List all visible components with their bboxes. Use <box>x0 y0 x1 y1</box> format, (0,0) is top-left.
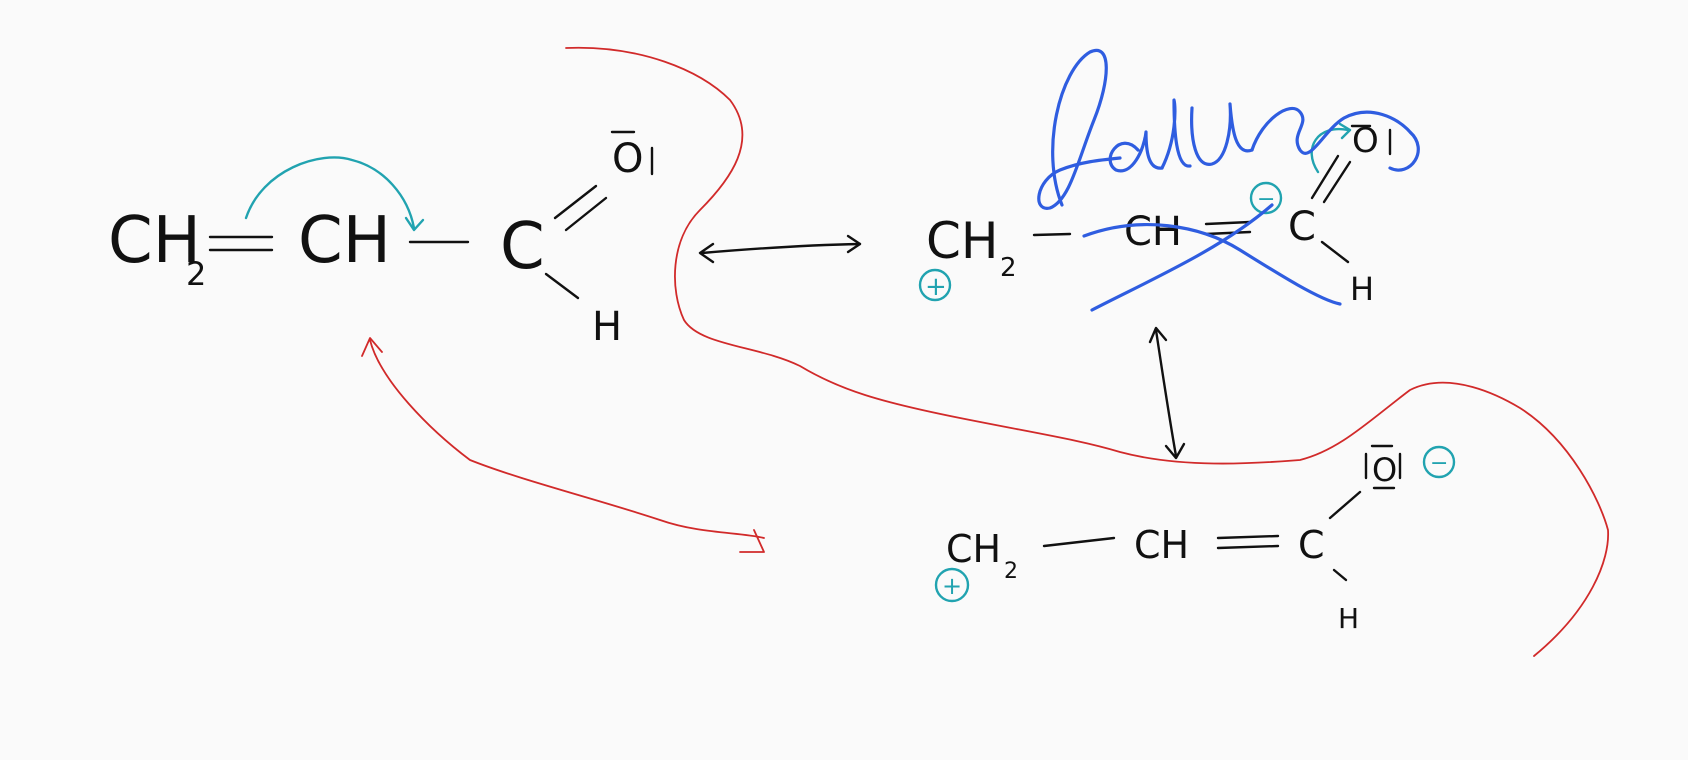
resonance-arrow-2-3-head-bottom <box>1164 442 1186 460</box>
red-link-curve <box>369 339 765 539</box>
resonance-arrow-1-2 <box>698 234 862 264</box>
s2-double-bond-bottom <box>1204 230 1252 236</box>
s2-co-bond-b <box>1322 160 1352 204</box>
s1-h-label: H <box>592 304 622 350</box>
s3-minus-charge-circle <box>1422 445 1456 479</box>
s2-minus-charge-circle <box>1249 181 1283 215</box>
red-annotation <box>361 46 1609 657</box>
red-enclosing-line <box>565 46 1609 657</box>
s2-double-bond-top <box>1204 220 1252 226</box>
s2-c-label: C <box>1288 204 1316 250</box>
handwritten-falso-word: falso <box>1037 48 1420 210</box>
s2-electron-arrow <box>1310 127 1350 174</box>
s3-ch-label: CH <box>1134 523 1189 567</box>
s1-electron-shift-arrowhead <box>404 216 425 232</box>
s3-c-label: C <box>1298 523 1325 567</box>
s2-h-label: H <box>1350 270 1374 308</box>
s3-o-label: O <box>1372 451 1397 489</box>
resonance-arrow-2-3-head-top <box>1148 326 1168 344</box>
s1-co-bond-a <box>553 184 598 220</box>
s2-single-bond <box>1032 232 1072 237</box>
s2-plus-charge-circle <box>918 268 952 302</box>
s1-electron-shift-arrow <box>244 156 416 230</box>
s1-ch2-subscript: 2 <box>186 255 206 293</box>
s3-double-bond-bottom <box>1216 544 1280 550</box>
s3-ch2-label: CH <box>946 527 1001 571</box>
s1-co-bond-b <box>564 196 608 232</box>
s1-c-label: C <box>500 210 545 284</box>
s2-ch2-subscript: 2 <box>1000 253 1017 283</box>
s3-minus-charge: − <box>1430 451 1448 476</box>
s3-double-bond-top <box>1216 534 1280 540</box>
s2-o-label: O <box>1352 121 1379 161</box>
s2-ch-label: CH <box>1124 209 1182 255</box>
s3-single-bond <box>1042 536 1116 548</box>
s3-ch2-subscript: 2 <box>1004 559 1018 584</box>
s1-ch-label: CH <box>298 204 391 278</box>
resonance-arrowhead-left <box>698 242 715 264</box>
s3-plus-charge-circle <box>934 567 970 603</box>
falso-letter-f <box>1037 48 1122 210</box>
resonance-arrowhead-right <box>846 234 862 254</box>
red-link-arrowhead-top <box>361 337 383 357</box>
s3-co-bond <box>1328 490 1362 520</box>
falso-letter-a <box>1108 130 1164 173</box>
resonance-structure-3: CH 2 + CH C H O − <box>934 444 1456 635</box>
s1-o-label: O <box>612 136 643 182</box>
s1-ch-bond <box>544 272 580 300</box>
s2-ch2-label: CH <box>926 212 999 270</box>
resonance-arrow-2-3 <box>1148 326 1186 460</box>
red-link-arrowhead-bottom <box>739 529 765 553</box>
falso-letter-o <box>1250 106 1420 172</box>
cross-out-stroke-1 <box>1082 223 1342 306</box>
resonance-structure-2: CH 2 + CH − C O H <box>918 121 1392 308</box>
resonance-arrow-2-3-line <box>1154 328 1178 458</box>
s3-h-label: H <box>1338 602 1359 635</box>
s3-ch-bond <box>1332 568 1348 582</box>
s2-ch-bond <box>1320 240 1350 264</box>
s3-plus-charge: + <box>942 572 962 600</box>
cross-out-stroke-2 <box>1090 203 1274 312</box>
s2-co-bond-a <box>1310 154 1340 200</box>
falso-letter-l <box>1160 98 1192 170</box>
s2-electron-arrowhead <box>1338 122 1352 140</box>
s2-plus-charge: + <box>925 272 947 302</box>
resonance-structure-1: CH 2 CH C H O <box>108 130 654 350</box>
resonance-arrow-line <box>700 242 862 255</box>
falso-letter-u <box>1190 102 1254 166</box>
s1-ch2-label: CH <box>108 204 201 278</box>
cross-out-mark <box>1082 203 1342 312</box>
